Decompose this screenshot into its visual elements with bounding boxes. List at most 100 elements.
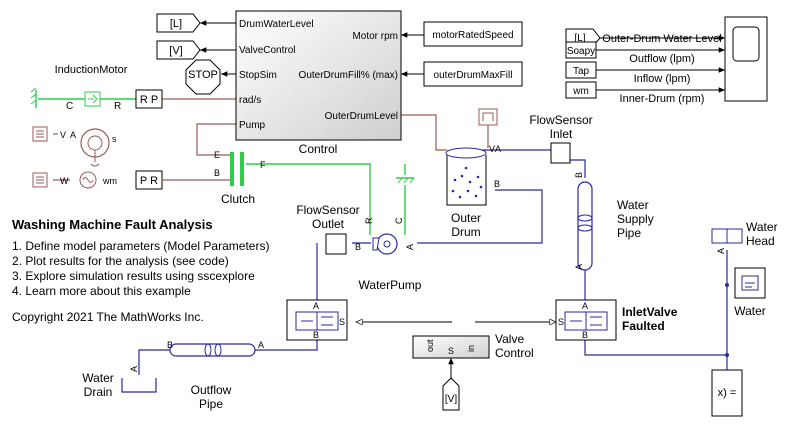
goto-l-block[interactable]: [L] [156, 13, 201, 33]
info-item-3[interactable]: 3. Explore simulation results using ssce… [12, 269, 255, 283]
motor-port-a: A [70, 130, 76, 140]
rotational-sensor-rp-block[interactable]: R P [135, 89, 163, 109]
control-input-drumwaterlevel: DrumWaterLevel [239, 19, 314, 30]
water-drain-caption-1: Water [82, 371, 114, 385]
motor-port-wm: wm [102, 176, 117, 186]
outflow-pipe-port-b: B [167, 340, 173, 350]
valve-control-port-in: in [466, 345, 476, 352]
control-input-rads: rad/s [239, 95, 261, 106]
sensor-pr-label: P R [140, 175, 158, 187]
outer-drum-port-v: V [489, 144, 495, 154]
control-input-stopsim: StopSim [239, 70, 277, 81]
water-supply-pipe-block[interactable]: B A [574, 172, 593, 271]
outlet-valve-block[interactable]: S A B [286, 299, 348, 341]
control-subsystem[interactable]: DrumWaterLevel ValveControl StopSim rad/… [235, 10, 402, 156]
info-item-1[interactable]: 1. Define model parameters (Model Parame… [12, 239, 269, 253]
motor-electrical-ports: V A s W wm [32, 126, 117, 189]
motor-port-w: W [60, 176, 69, 186]
from-v-label: [V] [445, 394, 457, 405]
water-pump-caption: WaterPump [359, 278, 422, 292]
outer-drum-port-b: B [494, 179, 500, 189]
from-v-block[interactable]: [V] [442, 377, 460, 411]
goto-l-label: [L] [170, 18, 182, 30]
scope-signal-inflow: Inflow (lpm) [634, 73, 691, 85]
supply-pipe-caption-1: Water [617, 198, 649, 212]
stop-label: STOP [188, 69, 218, 81]
outlet-valve-port-s: S [339, 317, 345, 327]
valve-control-caption-1: Valve [495, 332, 524, 346]
induction-motor-title: InductionMotor [55, 64, 128, 76]
outlet-valve-port-a: A [313, 301, 319, 311]
pump-port-b: B [355, 242, 361, 252]
goto-v-block[interactable]: [V] [156, 40, 201, 60]
constant-motor-rated-speed[interactable]: motorRatedSpeed [423, 21, 523, 47]
water-head-port-a: A [716, 248, 726, 254]
scope-signal-outer-drum-level: Outer-Drum Water Level [602, 33, 721, 45]
physical-connections [38, 98, 728, 375]
water-drain-block[interactable]: A [121, 366, 157, 393]
control-input-pump: Pump [239, 120, 266, 131]
water-head-block[interactable]: A [711, 228, 743, 254]
model-title: Washing Machine Fault Analysis [12, 217, 213, 232]
water-head-caption-1: Water [746, 220, 778, 234]
water-drain-caption-2: Drain [84, 385, 113, 399]
flow-sensor-outlet-block[interactable] [325, 233, 347, 255]
water-properties-caption: Water [734, 304, 766, 318]
display-block[interactable]: x) = [711, 369, 743, 417]
control-caption: Control [299, 142, 338, 156]
info-item-4[interactable]: 4. Learn more about this example [12, 284, 191, 298]
outlet-valve-port-b: B [313, 330, 319, 340]
supply-pipe-caption-2: Supply [617, 212, 654, 226]
motor-port-c: C [66, 101, 73, 112]
sensor-rp-label: R P [140, 94, 158, 106]
control-output-outerdrumlevel: OuterDrumLevel [325, 111, 398, 122]
water-pump-block[interactable]: R C B A WaterPump [355, 217, 422, 292]
stop-block[interactable]: STOP [185, 59, 221, 95]
electrical-port-w-icon [32, 172, 48, 188]
electrical-port-v-icon [32, 126, 48, 142]
valve-control-block[interactable]: out S in [412, 335, 490, 359]
junction-dots [725, 283, 729, 357]
clutch-port-f: F [260, 160, 266, 170]
copyright-text: Copyright 2021 The MathWorks Inc. [12, 310, 204, 324]
ideal-rotational-sensor-icon[interactable] [84, 91, 101, 107]
goto-v-label: [V] [169, 45, 182, 57]
inlet-valve-block[interactable]: S A B [555, 299, 617, 341]
scope-block[interactable] [724, 16, 768, 102]
pressure-source-icon[interactable] [478, 108, 498, 126]
water-drain-port-a: A [129, 366, 139, 372]
water-fluid-icon [741, 275, 759, 291]
supply-pipe-caption-3: Pipe [617, 226, 641, 240]
inlet-valve-caption-2: Faulted [622, 319, 665, 333]
constant-outer-drum-max-fill-label: outerDrumMaxFill [434, 70, 513, 81]
valve-control-port-out: out [425, 339, 435, 352]
clutch-caption: Clutch [221, 192, 255, 206]
flow-sensor-inlet-caption-2: Inlet [550, 127, 573, 141]
control-input-valvecontrol: ValveControl [239, 45, 296, 56]
valve-control-caption-2: Control [495, 346, 534, 360]
flow-sensor-inlet-block[interactable] [550, 142, 571, 164]
clutch-block[interactable]: E F B Clutch [214, 150, 266, 206]
motor-port-v: V [60, 130, 66, 140]
outflow-pipe-port-a: A [258, 340, 264, 350]
pump-port-c: C [394, 217, 404, 224]
pump-port-a: A [405, 244, 415, 250]
water-properties-block[interactable]: Water [734, 267, 766, 318]
rotational-sensor-pr-block[interactable]: P R [135, 170, 163, 190]
signal-lines [200, 20, 725, 378]
outflow-pipe-block[interactable]: B A [167, 340, 264, 357]
constant-outer-drum-max-fill[interactable]: outerDrumMaxFill [423, 61, 523, 87]
motor-winding-icon [80, 128, 110, 167]
supply-pipe-port-a: A [574, 264, 584, 270]
valve-control-port-s: S [448, 346, 454, 356]
clutch-port-b: B [214, 168, 220, 178]
outer-drum-port-a: A [495, 144, 501, 154]
scope-inputs[interactable]: [L] Soapy Tap wm [565, 28, 601, 99]
info-item-2[interactable]: 2. Plot results for the analysis (see co… [12, 254, 229, 268]
control-output-motorrpm: Motor rpm [352, 31, 398, 42]
outer-drum-caption-1: Outer [451, 211, 481, 225]
outer-drum-block[interactable]: V A B Outer Drum [445, 144, 501, 239]
flow-sensor-inlet-caption-1: FlowSensor [529, 113, 592, 127]
inlet-valve-port-s: S [558, 317, 564, 327]
